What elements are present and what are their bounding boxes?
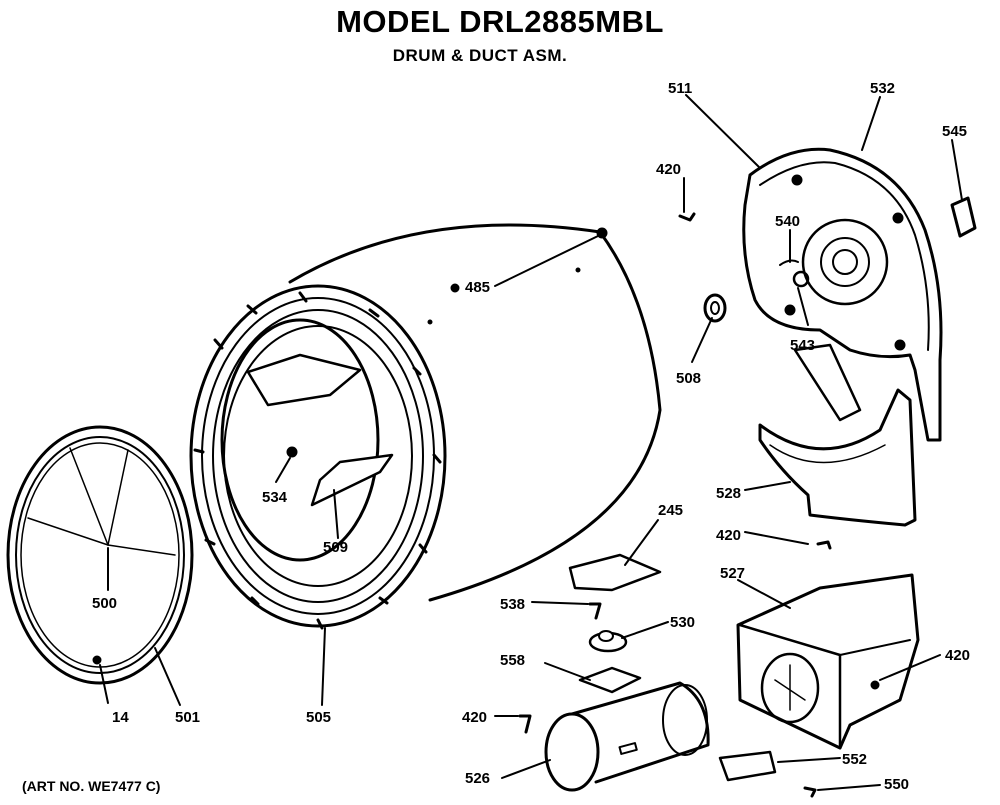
blower-housing	[742, 147, 943, 442]
callout-545: 545	[942, 123, 967, 140]
callout-420: 420	[462, 709, 487, 726]
art-number: (ART NO. WE7477 C)	[22, 778, 161, 794]
heater-526	[544, 681, 710, 792]
front-seal	[6, 425, 194, 685]
callout-526: 526	[465, 770, 490, 787]
callout-485: 485	[465, 279, 490, 296]
thermostat-530	[588, 630, 628, 653]
duct-box-527	[736, 573, 920, 750]
callout-558: 558	[500, 652, 525, 669]
callout-14: 14	[112, 709, 129, 726]
callout-543: 543	[790, 337, 815, 354]
callout-534: 534	[262, 489, 288, 506]
callout-532: 532	[870, 80, 895, 97]
drum	[189, 223, 662, 630]
callout-540: 540	[775, 213, 800, 230]
page-title: MODEL DRL2885MBL	[336, 4, 664, 39]
sensor-552	[718, 750, 777, 782]
callout-552: 552	[842, 751, 867, 768]
callout-245: 245	[658, 502, 683, 519]
bearing-508	[703, 293, 727, 323]
callout-505: 505	[306, 709, 331, 726]
callout-508: 508	[676, 370, 701, 387]
callout-538: 538	[500, 596, 525, 613]
callout-511: 511	[668, 80, 692, 97]
clip-545	[950, 196, 977, 238]
callout-501: 501	[175, 709, 200, 726]
callout-420: 420	[945, 647, 970, 664]
callout-420: 420	[716, 527, 741, 544]
callout-509: 509	[323, 539, 348, 556]
duct-528	[758, 388, 917, 527]
bracket-245	[568, 553, 662, 592]
callout-550: 550	[884, 776, 909, 793]
callout-527: 527	[720, 565, 745, 582]
fuse-558	[578, 666, 642, 694]
callout-500: 500	[92, 595, 117, 612]
callout-420: 420	[656, 161, 681, 178]
callout-530: 530	[670, 614, 695, 631]
page-subtitle: DRUM & DUCT ASM.	[392, 46, 568, 65]
screw-420-top	[678, 212, 696, 222]
callout-528: 528	[716, 485, 741, 502]
